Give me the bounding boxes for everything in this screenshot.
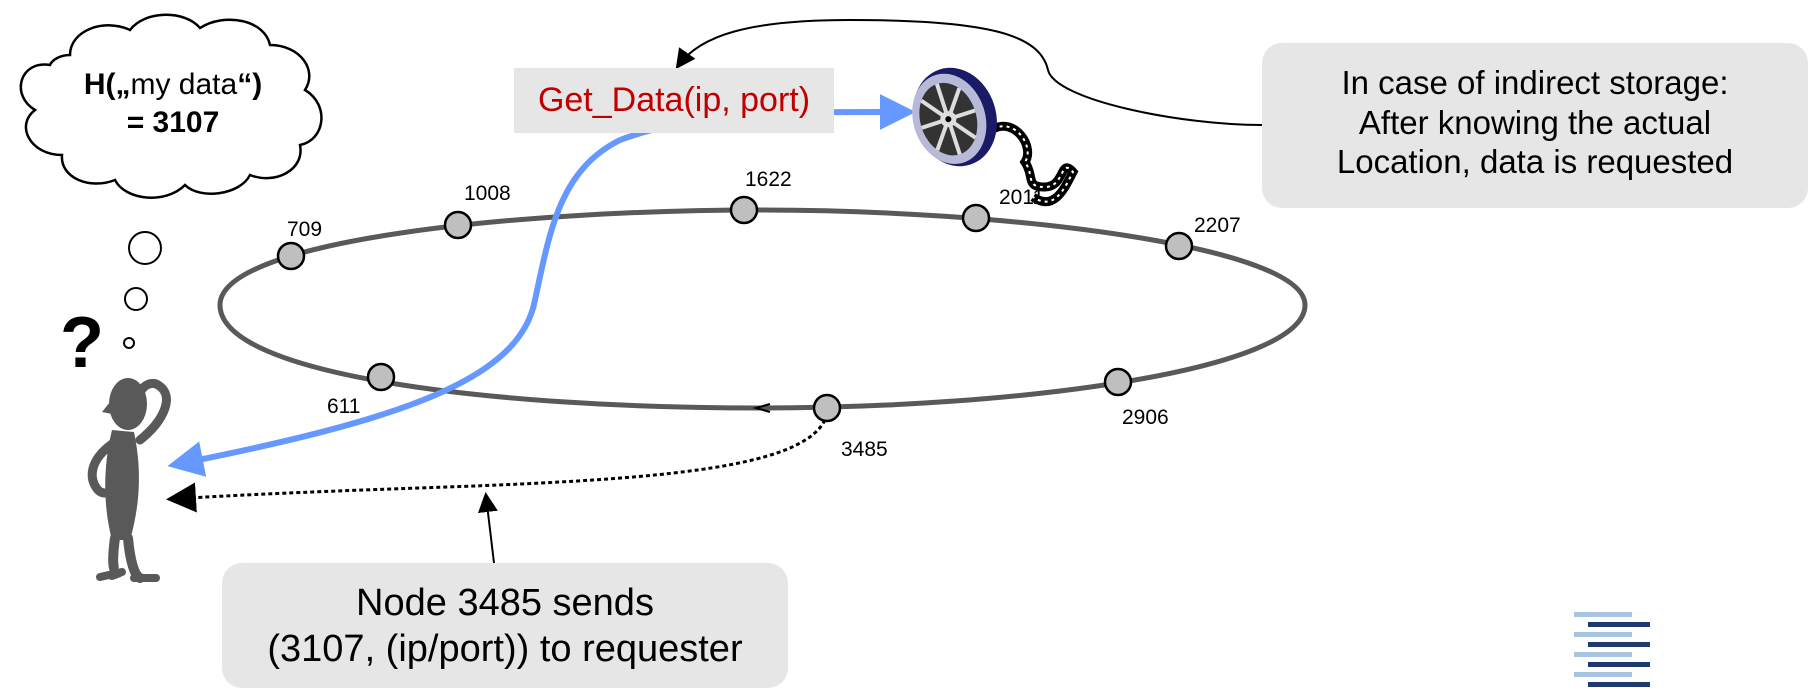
callout-line: (3107, (ip/port)) to requester: [267, 627, 743, 670]
ring-node-labels: 709 1008 1622 2011 2207 2906 3485 611: [287, 168, 1241, 461]
node-label-1008: 1008: [464, 182, 511, 205]
callout-pointer-arrow: [477, 492, 498, 564]
thought-bubble-medium: [124, 287, 148, 311]
callout-line: After knowing the actual: [1358, 103, 1712, 141]
callout-line: In case of indirect storage:: [1341, 64, 1729, 101]
ring-node-709[interactable]: [276, 241, 306, 271]
institution-logo-icon: [1574, 612, 1650, 687]
node-label-709: 709: [287, 218, 322, 241]
callout-line: Node 3485 sends: [356, 582, 654, 624]
ring-node-2207[interactable]: [1164, 231, 1194, 261]
question-mark: ?: [60, 303, 104, 383]
ring-nodes: [276, 195, 1194, 423]
callout-line: Location, data is requested: [1336, 143, 1734, 181]
ring-node-2011[interactable]: [961, 203, 991, 233]
request-path-arrow: [675, 18, 1263, 126]
response-dotted-arrow: [166, 419, 827, 513]
thought-cloud-text: H(„my data“) = 3107: [38, 66, 308, 141]
thought-bubble-large: [128, 231, 162, 265]
node-label-2207: 2207: [1194, 214, 1241, 237]
hash-argument: my data: [130, 68, 238, 101]
ring-node-2906[interactable]: [1103, 367, 1133, 397]
hash-suffix: “): [237, 68, 263, 101]
node-label-2011: 2011: [999, 186, 1044, 209]
confused-person-icon: ?: [60, 303, 171, 583]
hash-result: = 3107: [126, 105, 220, 139]
ring-node-1008[interactable]: [443, 210, 473, 240]
ring-node-611[interactable]: [366, 362, 396, 392]
node-label-611: 611: [327, 395, 360, 418]
node-sends-callout: Node 3485 sends (3107, (ip/port)) to req…: [222, 563, 788, 688]
node-label-3485: 3485: [841, 438, 888, 461]
hash-prefix: H(„: [83, 68, 131, 101]
ring-node-1622[interactable]: [729, 195, 759, 225]
indirect-storage-callout: In case of indirect storage: After knowi…: [1262, 43, 1808, 208]
node-label-2906: 2906: [1122, 406, 1169, 429]
node-label-1622: 1622: [745, 168, 792, 191]
ring-node-3485[interactable]: [812, 393, 842, 423]
get-data-label: Get_Data(ip, port): [514, 68, 834, 133]
thought-bubble-small: [123, 337, 135, 349]
film-reel-icon: [912, 67, 1079, 207]
